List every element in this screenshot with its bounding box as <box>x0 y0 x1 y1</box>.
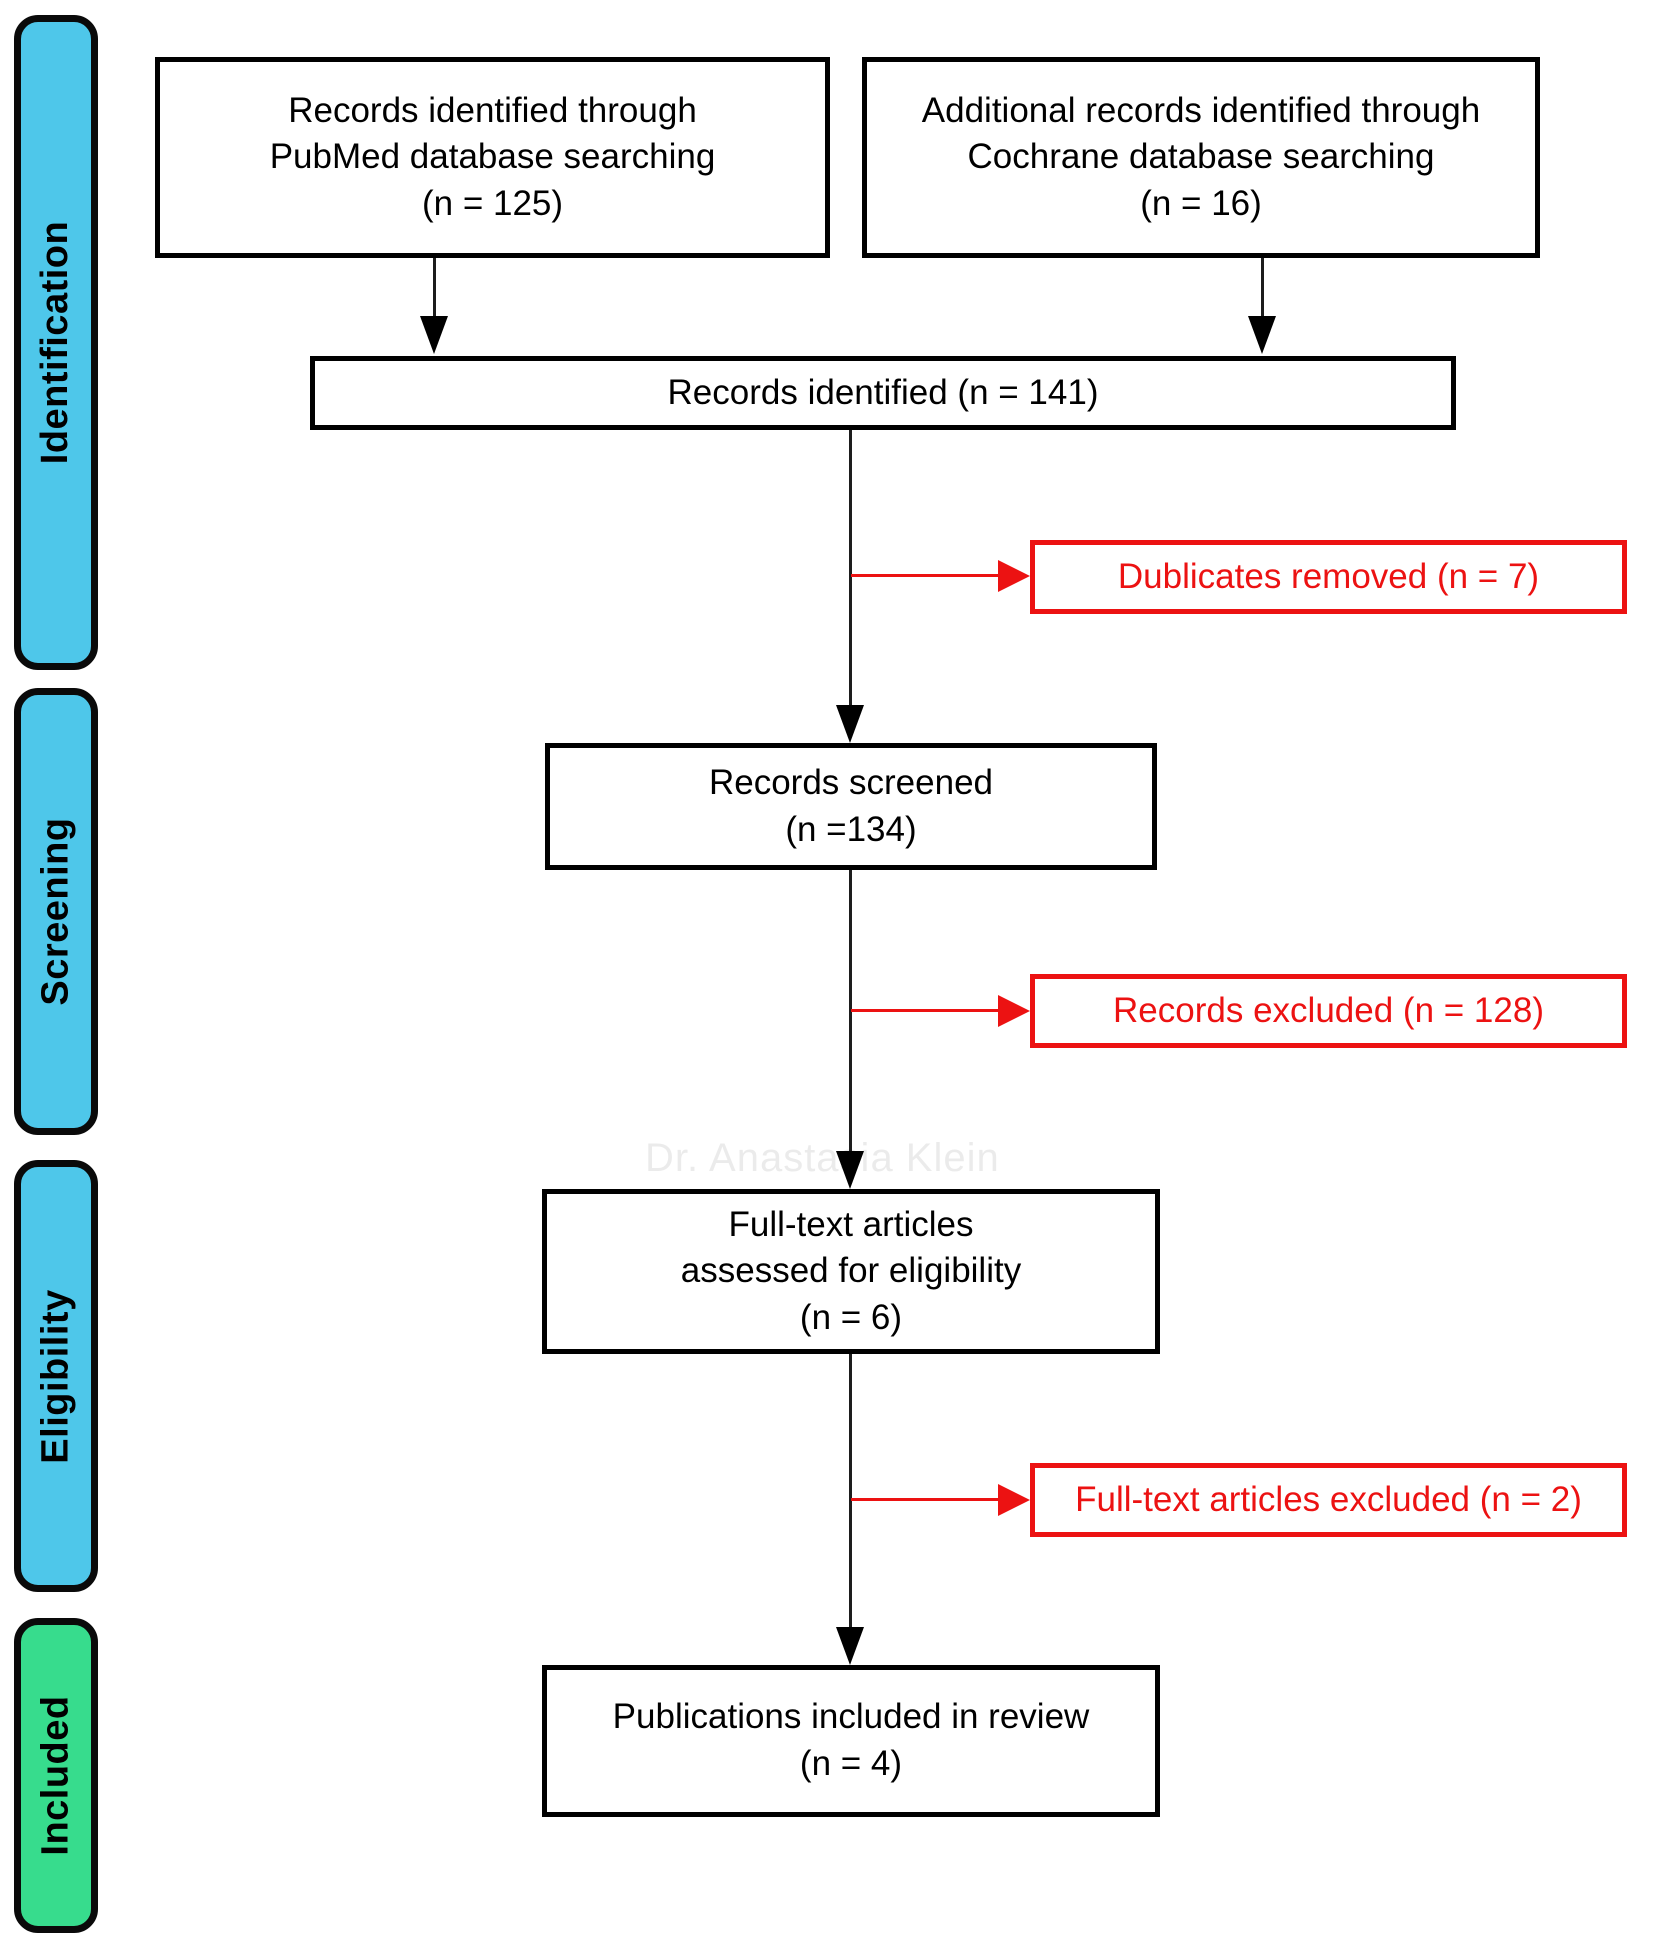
stage-band-eligibility: Eligibility <box>14 1160 98 1592</box>
arrowhead-down-icon <box>1248 316 1276 354</box>
box-fulltext-assessed: Full-text articles assessed for eligibil… <box>542 1189 1160 1354</box>
stage-label-identification: Identification <box>34 220 77 465</box>
watermark-text: Dr. Anastasia Klein <box>645 1136 1000 1180</box>
stage-label-included: Included <box>34 1695 77 1856</box>
stage-band-identification: Identification <box>14 15 98 670</box>
stage-label-eligibility: Eligibility <box>34 1288 77 1464</box>
box-records-screened: Records screened (n =134) <box>545 743 1157 870</box>
arrowhead-down-icon <box>420 316 448 354</box>
box-records-identified-total: Records identified (n = 141) <box>310 356 1456 430</box>
box-duplicates-removed: Dublicates removed (n = 7) <box>1030 540 1627 614</box>
connector-to-duplicates-removed <box>851 574 999 577</box>
box-fulltext-excluded: Full-text articles excluded (n = 2) <box>1030 1463 1627 1537</box>
connector-pubmed-to-identified <box>433 258 436 318</box>
arrowhead-down-icon <box>836 705 864 743</box>
arrowhead-down-icon <box>836 1627 864 1665</box>
box-records-identified-pubmed: Records identified through PubMed databa… <box>155 57 830 258</box>
stage-label-screening: Screening <box>34 817 77 1006</box>
box-additional-records-cochrane: Additional records identified through Co… <box>862 57 1540 258</box>
connector-cochrane-to-identified <box>1261 258 1264 318</box>
connector-to-records-excluded <box>851 1009 999 1012</box>
connector-fulltext-to-publications <box>849 1354 852 1628</box>
box-records-excluded: Records excluded (n = 128) <box>1030 974 1627 1048</box>
stage-band-screening: Screening <box>14 688 98 1135</box>
box-publications-included: Publications included in review (n = 4) <box>542 1665 1160 1817</box>
arrowhead-right-icon <box>998 995 1030 1027</box>
stage-band-included: Included <box>14 1618 98 1933</box>
connector-screened-to-fulltext <box>849 870 852 1152</box>
arrowhead-right-icon <box>998 560 1030 592</box>
arrowhead-down-icon <box>836 1151 864 1189</box>
connector-to-fulltext-excluded <box>851 1498 999 1501</box>
arrowhead-right-icon <box>998 1484 1030 1516</box>
connector-identified-to-screened <box>849 430 852 706</box>
